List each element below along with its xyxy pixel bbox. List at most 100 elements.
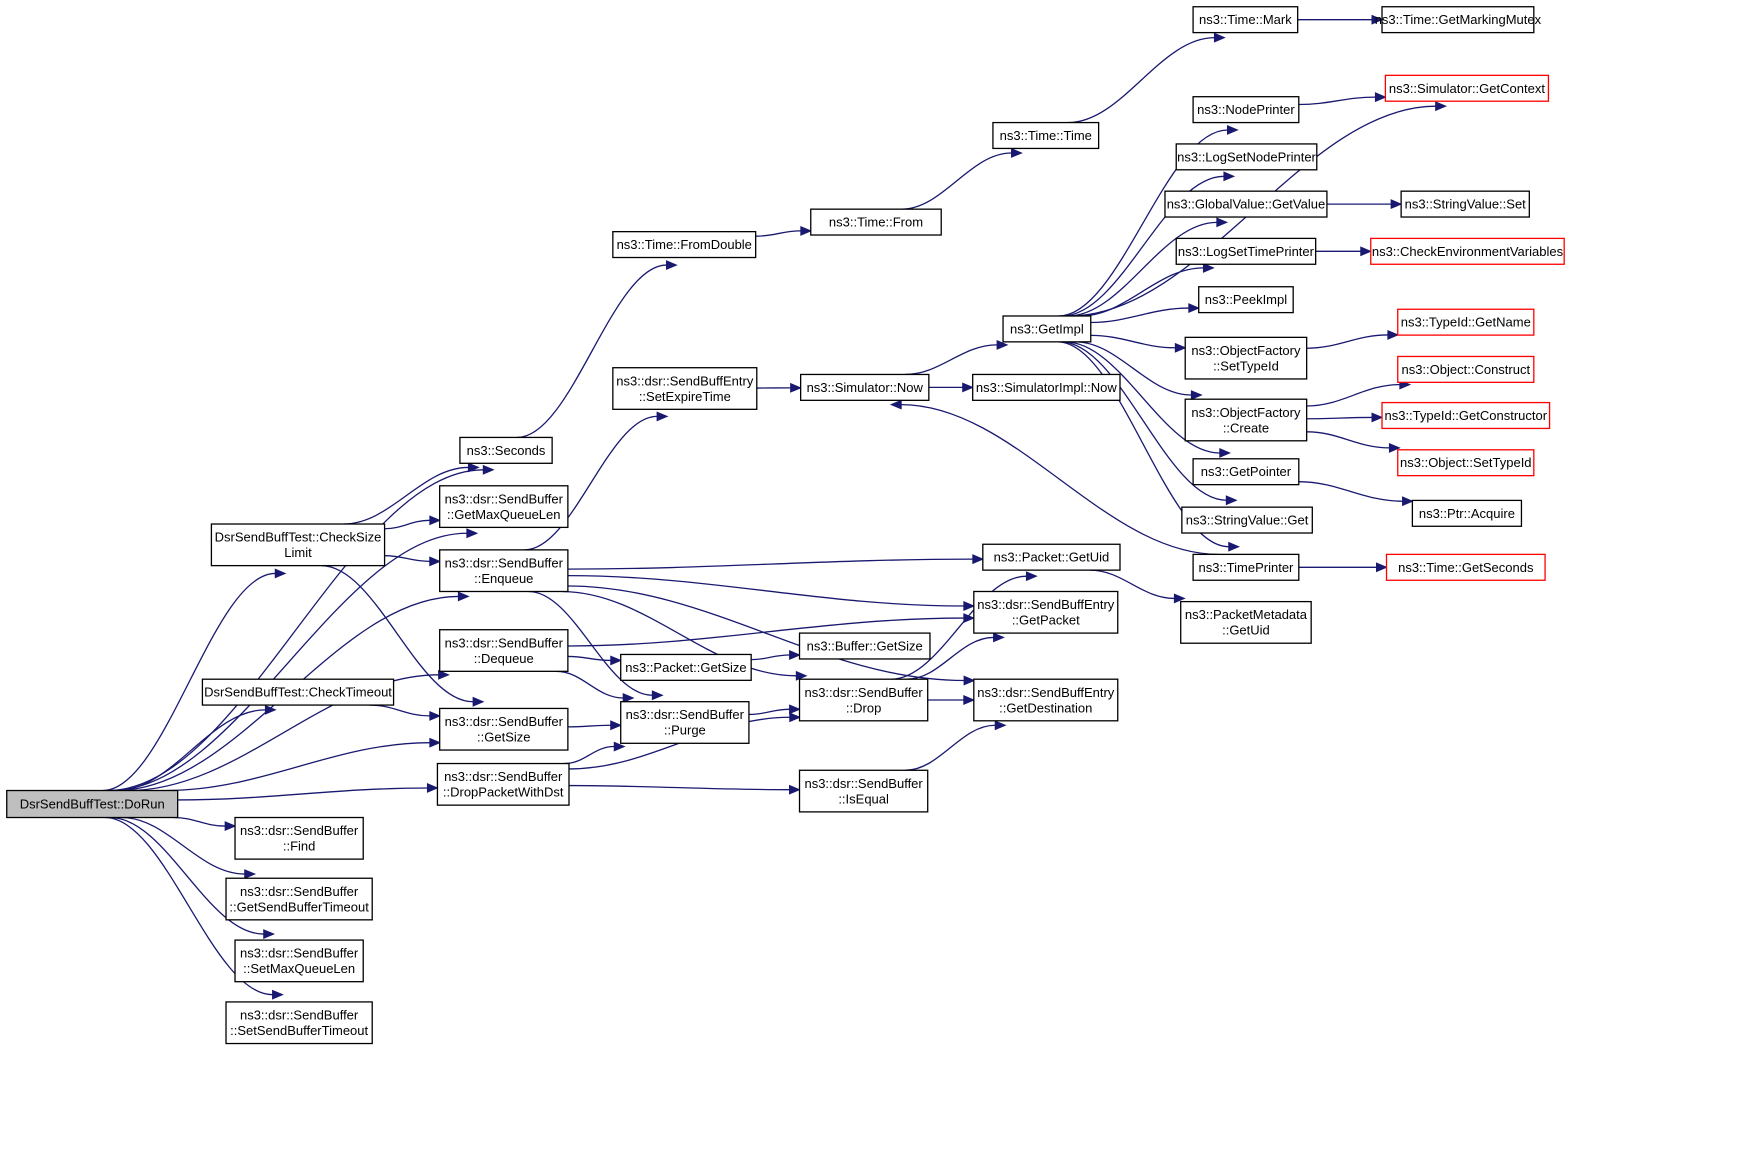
node-box: [225, 877, 373, 921]
node-label: ns3::GetImpl: [1010, 321, 1084, 336]
node-label: ::Drop: [846, 700, 881, 715]
node-label: ns3::dsr::SendBuffer: [240, 823, 359, 838]
node-ptr-acquire[interactable]: ns3::Ptr::Acquire: [1411, 499, 1523, 527]
edge-logsettimeprinter-to-checkenv: [1315, 246, 1373, 257]
node-label: DsrSendBuffTest::CheckSize: [215, 530, 382, 545]
edge-dorun-to-find: [173, 816, 237, 832]
node-box: [620, 653, 752, 681]
node-of-settypeid[interactable]: ns3::ObjectFactory::SetTypeId: [1184, 336, 1308, 380]
node-logsetnodeprinter[interactable]: ns3::LogSetNodePrinter: [1175, 143, 1318, 171]
node-typeid-getname[interactable]: ns3::TypeId::GetName: [1397, 308, 1535, 336]
node-checkenv[interactable]: ns3::CheckEnvironmentVariables: [1370, 237, 1565, 265]
node-getuid[interactable]: ns3::Packet::GetUid: [982, 543, 1121, 571]
node-box: [1385, 553, 1546, 581]
node-seconds[interactable]: ns3::Seconds: [459, 436, 553, 464]
node-getpointer[interactable]: ns3::GetPointer: [1192, 458, 1300, 486]
node-label: ns3::dsr::SendBuffer: [804, 776, 923, 791]
node-enqueue[interactable]: ns3::dsr::SendBuffer::Enqueue: [439, 549, 569, 593]
node-globalvalue-getvalue[interactable]: ns3::GlobalValue::GetValue: [1164, 190, 1328, 218]
node-label: ns3::dsr::SendBuffer: [240, 946, 359, 961]
node-box: [439, 549, 569, 593]
node-droppacketwithdst[interactable]: ns3::dsr::SendBuffer::DropPacketWithDst: [436, 762, 570, 806]
node-label: ns3::TypeId::GetName: [1401, 315, 1531, 330]
edge-enqueue-to-setexpiretime: [524, 411, 669, 551]
node-box: [612, 230, 757, 259]
node-object-settypeid[interactable]: ns3::Object::SetTypeId: [1397, 449, 1535, 477]
node-peekimpl[interactable]: ns3::PeekImpl: [1198, 286, 1294, 314]
edge-globalvalue-getvalue-to-stringvalue-set: [1326, 199, 1403, 210]
node-label: ns3::dsr::SendBuffer: [804, 685, 923, 700]
node-box: [439, 485, 569, 529]
node-sb-getsize[interactable]: ns3::dsr::SendBuffer::GetSize: [439, 707, 569, 751]
node-box: [798, 632, 931, 660]
edge-getimpl-to-peekimpl: [1090, 303, 1201, 324]
node-label: ns3::CheckEnvironmentVariables: [1372, 244, 1564, 259]
node-label: ns3::dsr::SendBuffEntry: [977, 597, 1115, 612]
edge-checktimeout-to-sb-getsize: [369, 704, 442, 721]
node-getmarkingmutex[interactable]: ns3::Time::GetMarkingMutex: [1375, 6, 1542, 34]
node-getmaxqueuelen[interactable]: ns3::dsr::SendBuffer::GetMaxQueueLen: [439, 485, 569, 529]
edge-packet-getsize-to-buffer-getsize: [751, 650, 801, 661]
node-from[interactable]: ns3::Time::From: [810, 208, 942, 236]
edge-timeprinter-to-time-getseconds: [1298, 562, 1388, 573]
node-box: [459, 436, 553, 464]
node-getsendbuffertimeout[interactable]: ns3::dsr::SendBuffer::GetSendBufferTimeo…: [225, 877, 373, 921]
node-label: ns3::Time::GetSeconds: [1398, 560, 1534, 575]
node-setmaxqueuelen[interactable]: ns3::dsr::SendBuffer::SetMaxQueueLen: [234, 939, 364, 983]
node-object-construct[interactable]: ns3::Object::Construct: [1397, 355, 1535, 383]
node-label: ns3::dsr::SendBuffer: [445, 491, 564, 506]
node-simnow[interactable]: ns3::Simulator::Now: [799, 373, 930, 401]
node-getpacket[interactable]: ns3::dsr::SendBuffEntry::GetPacket: [973, 590, 1119, 634]
node-isequal[interactable]: ns3::dsr::SendBuffer::IsEqual: [798, 769, 929, 813]
node-typeid-getconstructor[interactable]: ns3::TypeId::GetConstructor: [1381, 401, 1551, 430]
node-label: ::Purge: [664, 723, 706, 738]
call-edges: [102, 14, 1447, 1000]
node-checktimeout[interactable]: DsrSendBuffTest::CheckTimeout: [201, 678, 395, 706]
edge-timeprinter-to-simnow: [889, 399, 1219, 556]
edge-dorun-to-getsendbuffertimeout: [121, 816, 257, 880]
node-label: ::GetUid: [1222, 623, 1270, 638]
node-dorun[interactable]: DsrSendBuffTest::DoRun: [6, 789, 179, 819]
node-label: ns3::dsr::SendBuffer: [445, 555, 564, 570]
edge-checksizelimit-to-getmaxqueuelen: [384, 515, 442, 530]
node-dequeue[interactable]: ns3::dsr::SendBuffer::Dequeue: [439, 629, 569, 672]
node-find[interactable]: ns3::dsr::SendBuffer::Find: [234, 816, 364, 860]
node-getcontext[interactable]: ns3::Simulator::GetContext: [1384, 74, 1550, 102]
node-label: ns3::Time::GetMarkingMutex: [1375, 12, 1542, 27]
node-packet-getsize[interactable]: ns3::Packet::GetSize: [620, 653, 752, 681]
node-of-create[interactable]: ns3::ObjectFactory::Create: [1184, 398, 1308, 442]
node-getdestination[interactable]: ns3::dsr::SendBuffEntry::GetDestination: [973, 678, 1119, 722]
node-setexpiretime[interactable]: ns3::dsr::SendBuffEntry::SetExpireTime: [612, 367, 758, 410]
node-purge[interactable]: ns3::dsr::SendBuffer::Purge: [620, 701, 750, 744]
node-logsettimeprinter[interactable]: ns3::LogSetTimePrinter: [1175, 237, 1317, 265]
node-box: [439, 707, 569, 751]
node-box: [1192, 96, 1300, 124]
node-label: ns3::Buffer::GetSize: [807, 639, 923, 654]
node-setsendbuffertimeout[interactable]: ns3::dsr::SendBuffer::SetSendBufferTimeo…: [225, 1001, 373, 1045]
node-box: [1181, 506, 1313, 534]
node-label: Limit: [284, 545, 312, 560]
node-timeprinter[interactable]: ns3::TimePrinter: [1192, 553, 1300, 581]
node-stringvalue-get[interactable]: ns3::StringValue::Get: [1181, 506, 1313, 534]
edge-dequeue-to-purge: [556, 670, 635, 703]
node-label: ns3::Simulator::Now: [807, 380, 924, 395]
node-box: [1397, 308, 1535, 336]
node-buffer-getsize[interactable]: ns3::Buffer::GetSize: [798, 632, 931, 660]
node-fromdouble[interactable]: ns3::Time::FromDouble: [612, 230, 757, 259]
node-box: [798, 678, 929, 722]
node-getimpl[interactable]: ns3::GetImpl: [1002, 315, 1092, 343]
node-nodeprinter[interactable]: ns3::NodePrinter: [1192, 96, 1300, 124]
node-simimplnow[interactable]: ns3::SimulatorImpl::Now: [972, 373, 1121, 401]
node-timetime[interactable]: ns3::Time::Time: [992, 121, 1100, 150]
node-label: ns3::SimulatorImpl::Now: [976, 380, 1117, 395]
node-stringvalue-set[interactable]: ns3::StringValue::Set: [1400, 190, 1530, 218]
node-label: ns3::dsr::SendBuffer: [626, 707, 745, 722]
node-timemark[interactable]: ns3::Time::Mark: [1192, 6, 1299, 34]
node-drop[interactable]: ns3::dsr::SendBuffer::Drop: [798, 678, 929, 722]
node-label: ::Enqueue: [474, 571, 533, 586]
node-box: [1164, 190, 1328, 218]
node-time-getseconds[interactable]: ns3::Time::GetSeconds: [1385, 553, 1546, 581]
edge-getimpl-to-nodeprinter: [1058, 125, 1239, 317]
node-pm-getuid[interactable]: ns3::PacketMetadata::GetUid: [1180, 600, 1312, 644]
